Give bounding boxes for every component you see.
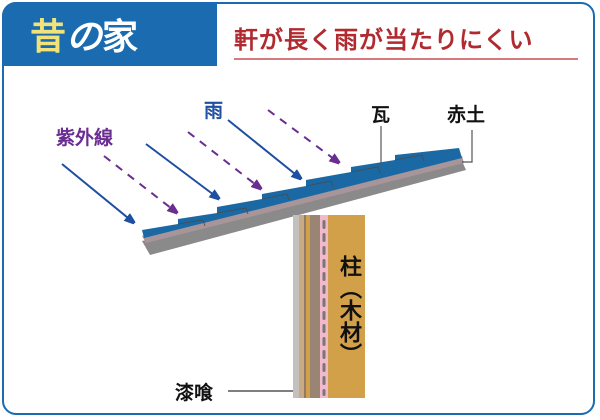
red-clay-label: 赤土	[447, 104, 486, 126]
wall-section	[293, 215, 365, 398]
roof-tiles	[142, 148, 462, 238]
title-tab: 昔 の 家	[2, 2, 217, 66]
title-char-ie: 家	[102, 16, 139, 58]
rain-arrows	[61, 119, 300, 222]
pillar-label: 柱（木材）	[336, 255, 362, 365]
subtitle: 軒が長く雨が当たりにくい	[234, 25, 534, 54]
uv-arrows	[103, 109, 338, 212]
rain-label: 雨	[204, 100, 224, 122]
pillar	[328, 215, 365, 398]
title-char-no: の	[66, 16, 103, 58]
roof	[142, 148, 466, 255]
diagram-frame	[2, 2, 595, 415]
title-char-mukashi: 昔	[30, 16, 67, 58]
red-clay-leader	[462, 130, 473, 163]
tile-label: 瓦	[371, 104, 391, 126]
uv-label: 紫外線	[56, 127, 114, 149]
plaster-label: 漆喰	[175, 382, 214, 404]
subtitle-underline	[234, 58, 578, 60]
